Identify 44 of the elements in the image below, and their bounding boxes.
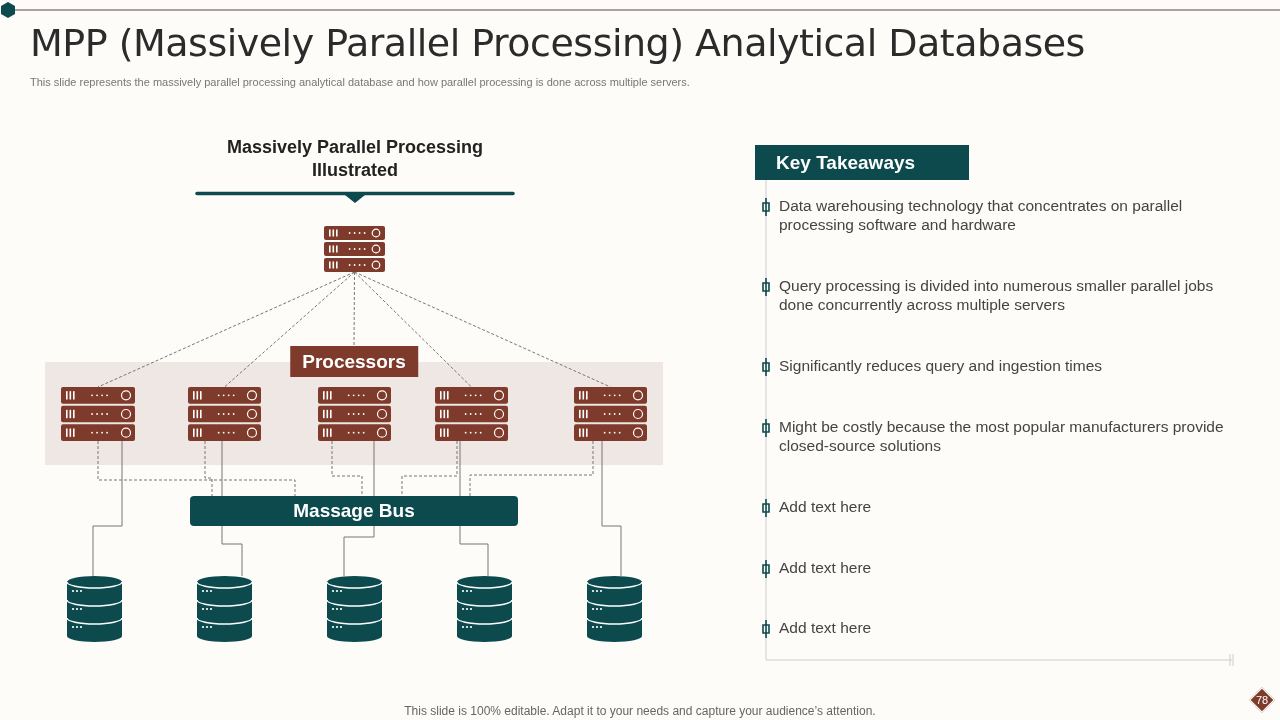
dashed-connector: [97, 271, 355, 388]
dashed-connector: [331, 440, 363, 497]
server-icon: [435, 387, 508, 441]
diagram-heading: Massively Parallel Processing Illustrated: [225, 136, 485, 182]
database-icon: [457, 576, 512, 642]
takeaway-text: Add text here: [779, 497, 873, 516]
dashed-connector: [354, 271, 472, 388]
connector-line: [221, 525, 243, 577]
database-icon: [197, 576, 252, 642]
takeaway-text: Add text here: [779, 558, 873, 577]
dashed-connector: [353, 271, 355, 347]
takeaway-text: Might be costly because the most popular manufacturers provide closed-source solutions: [779, 417, 1225, 455]
server-icon: [188, 387, 261, 441]
database-icon: [67, 576, 122, 642]
page-number: 78: [1250, 688, 1274, 712]
connector-line: [373, 440, 375, 497]
connector-line: [221, 440, 223, 497]
takeaway-text: Query processing is divided into numerous smaller parallel jobs done concurrently across multiple servers: [779, 276, 1215, 314]
slide-title: MPP (Massively Parallel Processing) Analytical Databases: [30, 20, 1085, 66]
dashed-connector: [354, 271, 611, 388]
server-icon: [318, 387, 391, 441]
connector-line: [343, 525, 375, 577]
bus-bar: Massage Bus: [190, 496, 518, 526]
server-icon: [324, 226, 385, 272]
takeaway-text: Add text here: [779, 618, 873, 637]
connector-line: [92, 440, 123, 577]
subtitle: This slide represents the massively parallel processing analytical database and how parallel processing is done across multiple servers.: [30, 76, 690, 88]
footer-note: This slide is 100% editable. Adapt it to your needs and capture your audience’s attention.: [403, 704, 877, 718]
dashed-connector: [204, 440, 213, 497]
dashed-connector: [97, 440, 296, 497]
database-icon: [587, 576, 642, 642]
server-icon: [574, 387, 647, 441]
dashed-connector: [469, 440, 594, 497]
connector-line: [459, 525, 489, 577]
takeaway-text: Significantly reduces query and ingestion times: [779, 356, 1104, 375]
database-icon: [327, 576, 382, 642]
dashed-connector: [224, 271, 355, 388]
dashed-connector: [401, 440, 458, 497]
connector-line: [459, 440, 461, 497]
takeaway-text: Data warehousing technology that concentrates on parallel processing software and hardware: [779, 196, 1184, 234]
section-header: Key Takeaways: [755, 145, 969, 180]
server-icon: [61, 387, 135, 441]
group-label: Processors: [290, 346, 418, 377]
connector-line: [601, 440, 622, 577]
